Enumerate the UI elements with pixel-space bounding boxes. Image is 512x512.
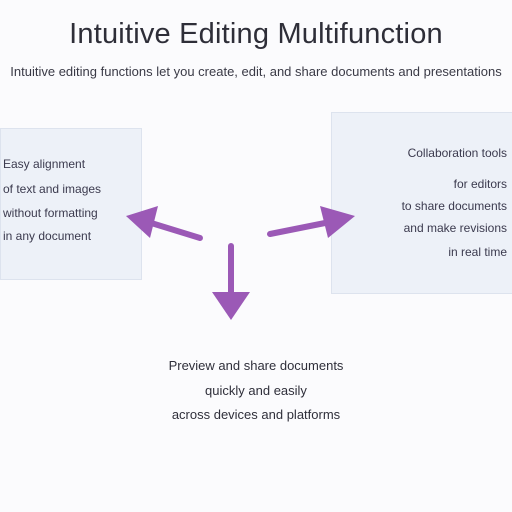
- arrow-left-icon: [126, 206, 200, 238]
- bottom-text-line: quickly and easily: [0, 383, 512, 398]
- arrow-right-icon: [270, 206, 355, 238]
- bottom-text-line: across devices and platforms: [0, 407, 512, 422]
- bottom-text-line: Preview and share documents: [0, 358, 512, 373]
- arrow-down-icon: [212, 246, 250, 320]
